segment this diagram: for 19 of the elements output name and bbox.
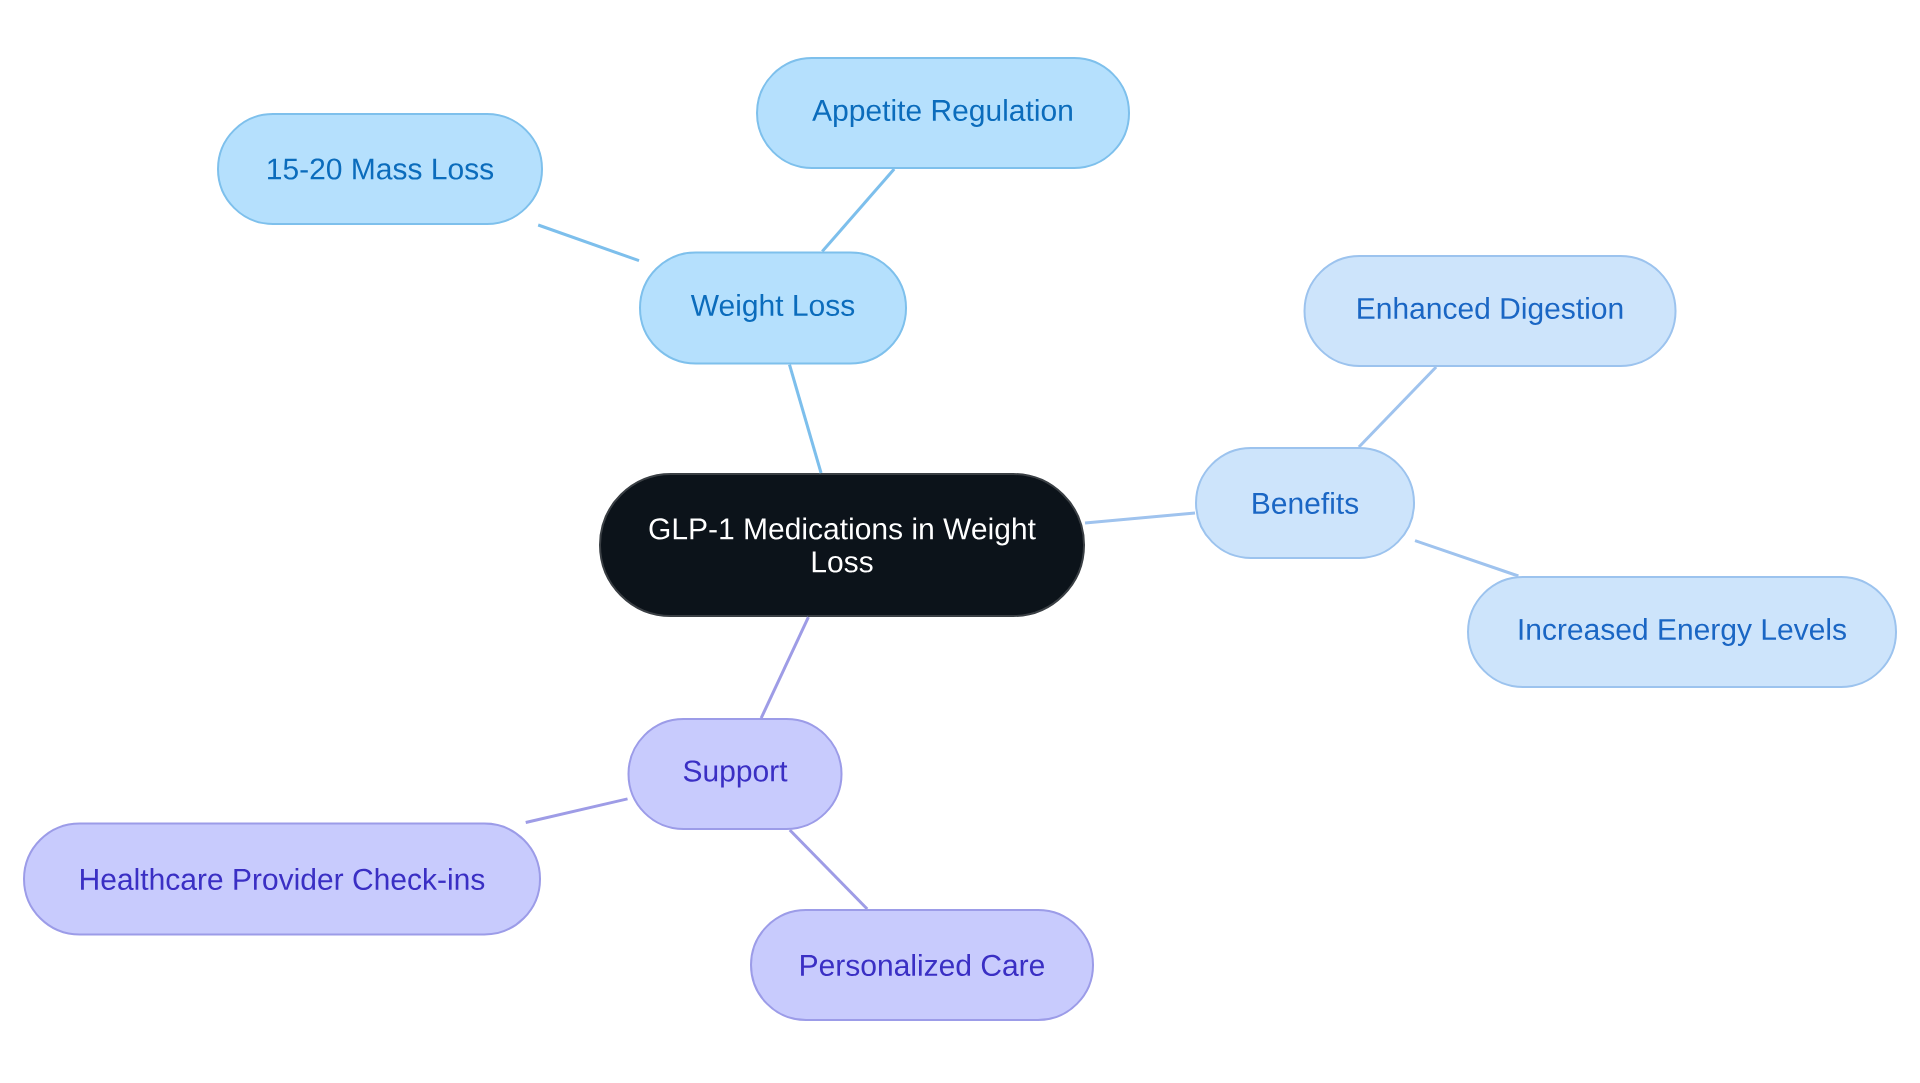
leaf-box: Personalized Care	[750, 909, 1094, 1021]
connector-line	[788, 828, 869, 911]
connector-line	[1084, 511, 1196, 525]
central-topic-box: GLP-1 Medications in Weight Loss	[599, 473, 1085, 617]
connector-line	[788, 364, 823, 474]
leaf-box: Healthcare Provider Check-ins	[23, 822, 541, 936]
connector-line	[1357, 365, 1438, 449]
leaf-box: Increased Energy Levels	[1467, 576, 1897, 688]
connector-line	[821, 168, 896, 253]
leaf-box: Enhanced Digestion	[1303, 255, 1677, 367]
leaf-box: Appetite Regulation	[756, 57, 1130, 169]
branch-box: Weight Loss	[639, 251, 907, 365]
leaf-box: 15-20 Mass Loss	[217, 113, 543, 225]
connector-line	[525, 797, 628, 824]
connector-line	[1414, 539, 1519, 578]
branch-box: Benefits	[1195, 447, 1415, 559]
connector-line	[759, 616, 810, 719]
connector-line	[537, 223, 640, 263]
branch-box: Support	[627, 718, 843, 830]
